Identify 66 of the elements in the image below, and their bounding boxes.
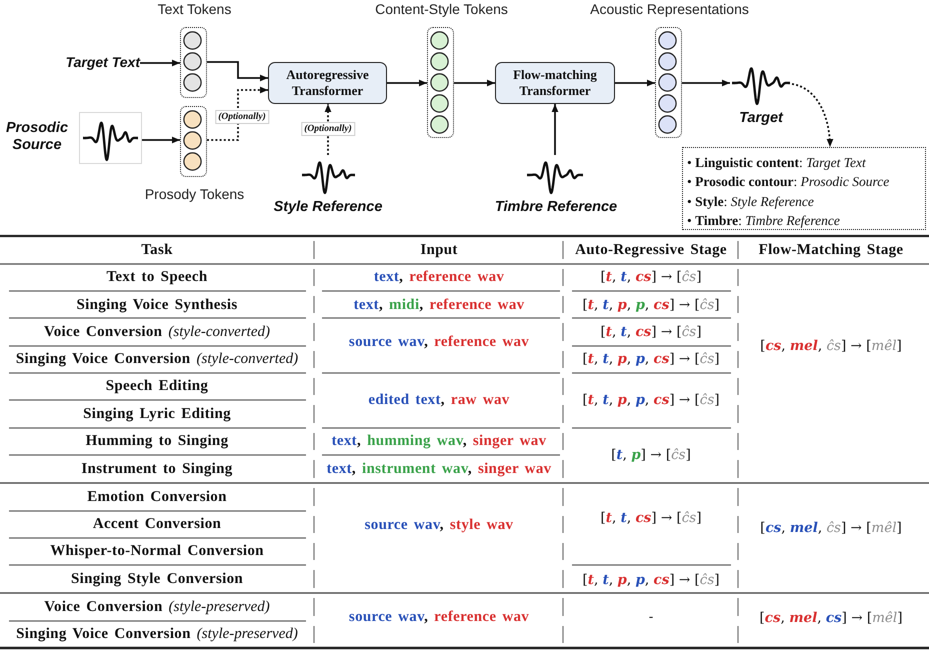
arrow bbox=[615, 80, 655, 86]
dotted-arrow bbox=[207, 86, 268, 141]
task-name: Speech Editing bbox=[106, 377, 208, 395]
token-formula: [t, t, p, p, cs] → [ĉs] bbox=[582, 350, 720, 368]
waveform-label: Style Reference bbox=[274, 199, 382, 216]
column-heading: Acoustic Representations bbox=[590, 1, 749, 17]
note-line: • Timbre: Timbre Reference bbox=[687, 212, 840, 230]
waveform-label: Prosodic Source bbox=[4, 120, 70, 154]
task-name: Humming to Singing bbox=[86, 432, 228, 450]
column-heading: Prosody Tokens bbox=[144, 186, 244, 202]
input-list: source wav, style wav bbox=[364, 516, 514, 534]
column-header: Input bbox=[420, 241, 458, 259]
arrow bbox=[142, 136, 180, 144]
column-heading: Text Tokens bbox=[158, 1, 232, 17]
input-list: text, humming wav, singer wav bbox=[332, 432, 546, 450]
task-name: Instrument to Singing bbox=[81, 460, 233, 478]
input-list: text, reference wav bbox=[374, 268, 504, 286]
column-heading: Content-Style Tokens bbox=[375, 1, 508, 17]
task-name: Emotion Conversion bbox=[87, 488, 227, 506]
task-name: Singing Lyric Editing bbox=[83, 405, 231, 423]
input-list: text, midi, reference wav bbox=[354, 296, 524, 314]
token-formula: [cs, mel, ĉs] → [mêl] bbox=[760, 337, 902, 355]
edge-label: (Optionally) bbox=[215, 110, 269, 124]
edge-label: (Optionally) bbox=[301, 122, 355, 136]
token-formula: [t, t, p, p, cs] → [ĉs] bbox=[582, 571, 720, 589]
token-formula: [t, p] → [ĉs] bbox=[611, 446, 691, 464]
input-list: text, instrument wav, singer wav bbox=[326, 460, 552, 478]
token-formula: [t, t, p, p, cs] → [ĉs] bbox=[582, 391, 720, 409]
note-line: • Linguistic content: Target Text bbox=[687, 154, 866, 172]
column-header: Auto-Regressive Stage bbox=[575, 241, 727, 259]
dotted-arrow bbox=[792, 83, 834, 148]
task-name: Accent Conversion bbox=[92, 515, 222, 533]
token-formula: - bbox=[648, 608, 654, 626]
token-formula: [t, t, cs] → [ĉs] bbox=[600, 268, 702, 286]
process-box: Autoregressive Transformer bbox=[268, 62, 387, 104]
input-label: Target Text bbox=[54, 54, 140, 72]
column-header: Flow-Matching Stage bbox=[758, 241, 904, 259]
note-line: • Prosodic contour: Prosodic Source bbox=[687, 173, 890, 192]
note-line: • Style: Style Reference bbox=[687, 192, 814, 211]
task-name: Voice Conversion (style-preserved) bbox=[44, 598, 270, 616]
token-formula: [t, t, cs] → [ĉs] bbox=[600, 509, 702, 527]
note-box bbox=[682, 147, 926, 230]
waveform-label: Timbre Reference bbox=[494, 199, 618, 216]
token-formula: [t, t, cs] → [ĉs] bbox=[600, 323, 702, 341]
task-name: Text to Speech bbox=[106, 268, 208, 286]
task-name: Singing Voice Conversion (style-preserved) bbox=[16, 625, 298, 643]
arrow bbox=[454, 80, 495, 86]
input-list: edited text, raw wav bbox=[368, 391, 510, 409]
token-formula: [cs, mel, cs] → [mêl] bbox=[760, 609, 902, 627]
arrow bbox=[387, 80, 427, 86]
arrow bbox=[552, 104, 558, 155]
arrow bbox=[207, 61, 268, 82]
column-header: Task bbox=[141, 241, 173, 259]
token-formula: [cs, mel, ĉs] → [mêl] bbox=[760, 519, 902, 537]
task-name: Voice Conversion (style-converted) bbox=[44, 323, 270, 341]
process-box: Flow-matching Transformer bbox=[495, 62, 615, 104]
waveform-label: Target bbox=[739, 110, 783, 127]
task-name: Singing Style Conversion bbox=[70, 570, 244, 588]
arrow bbox=[682, 80, 730, 86]
arrow bbox=[140, 60, 180, 66]
input-list: source wav, reference wav bbox=[348, 333, 530, 351]
task-name: Singing Voice Conversion (style-converted) bbox=[16, 350, 298, 368]
token-formula: [t, t, p, p, cs] → [ĉs] bbox=[582, 296, 720, 314]
task-name: Whisper-to-Normal Conversion bbox=[50, 542, 264, 560]
input-list: source wav, reference wav bbox=[348, 608, 530, 626]
task-name: Singing Voice Synthesis bbox=[76, 296, 238, 314]
